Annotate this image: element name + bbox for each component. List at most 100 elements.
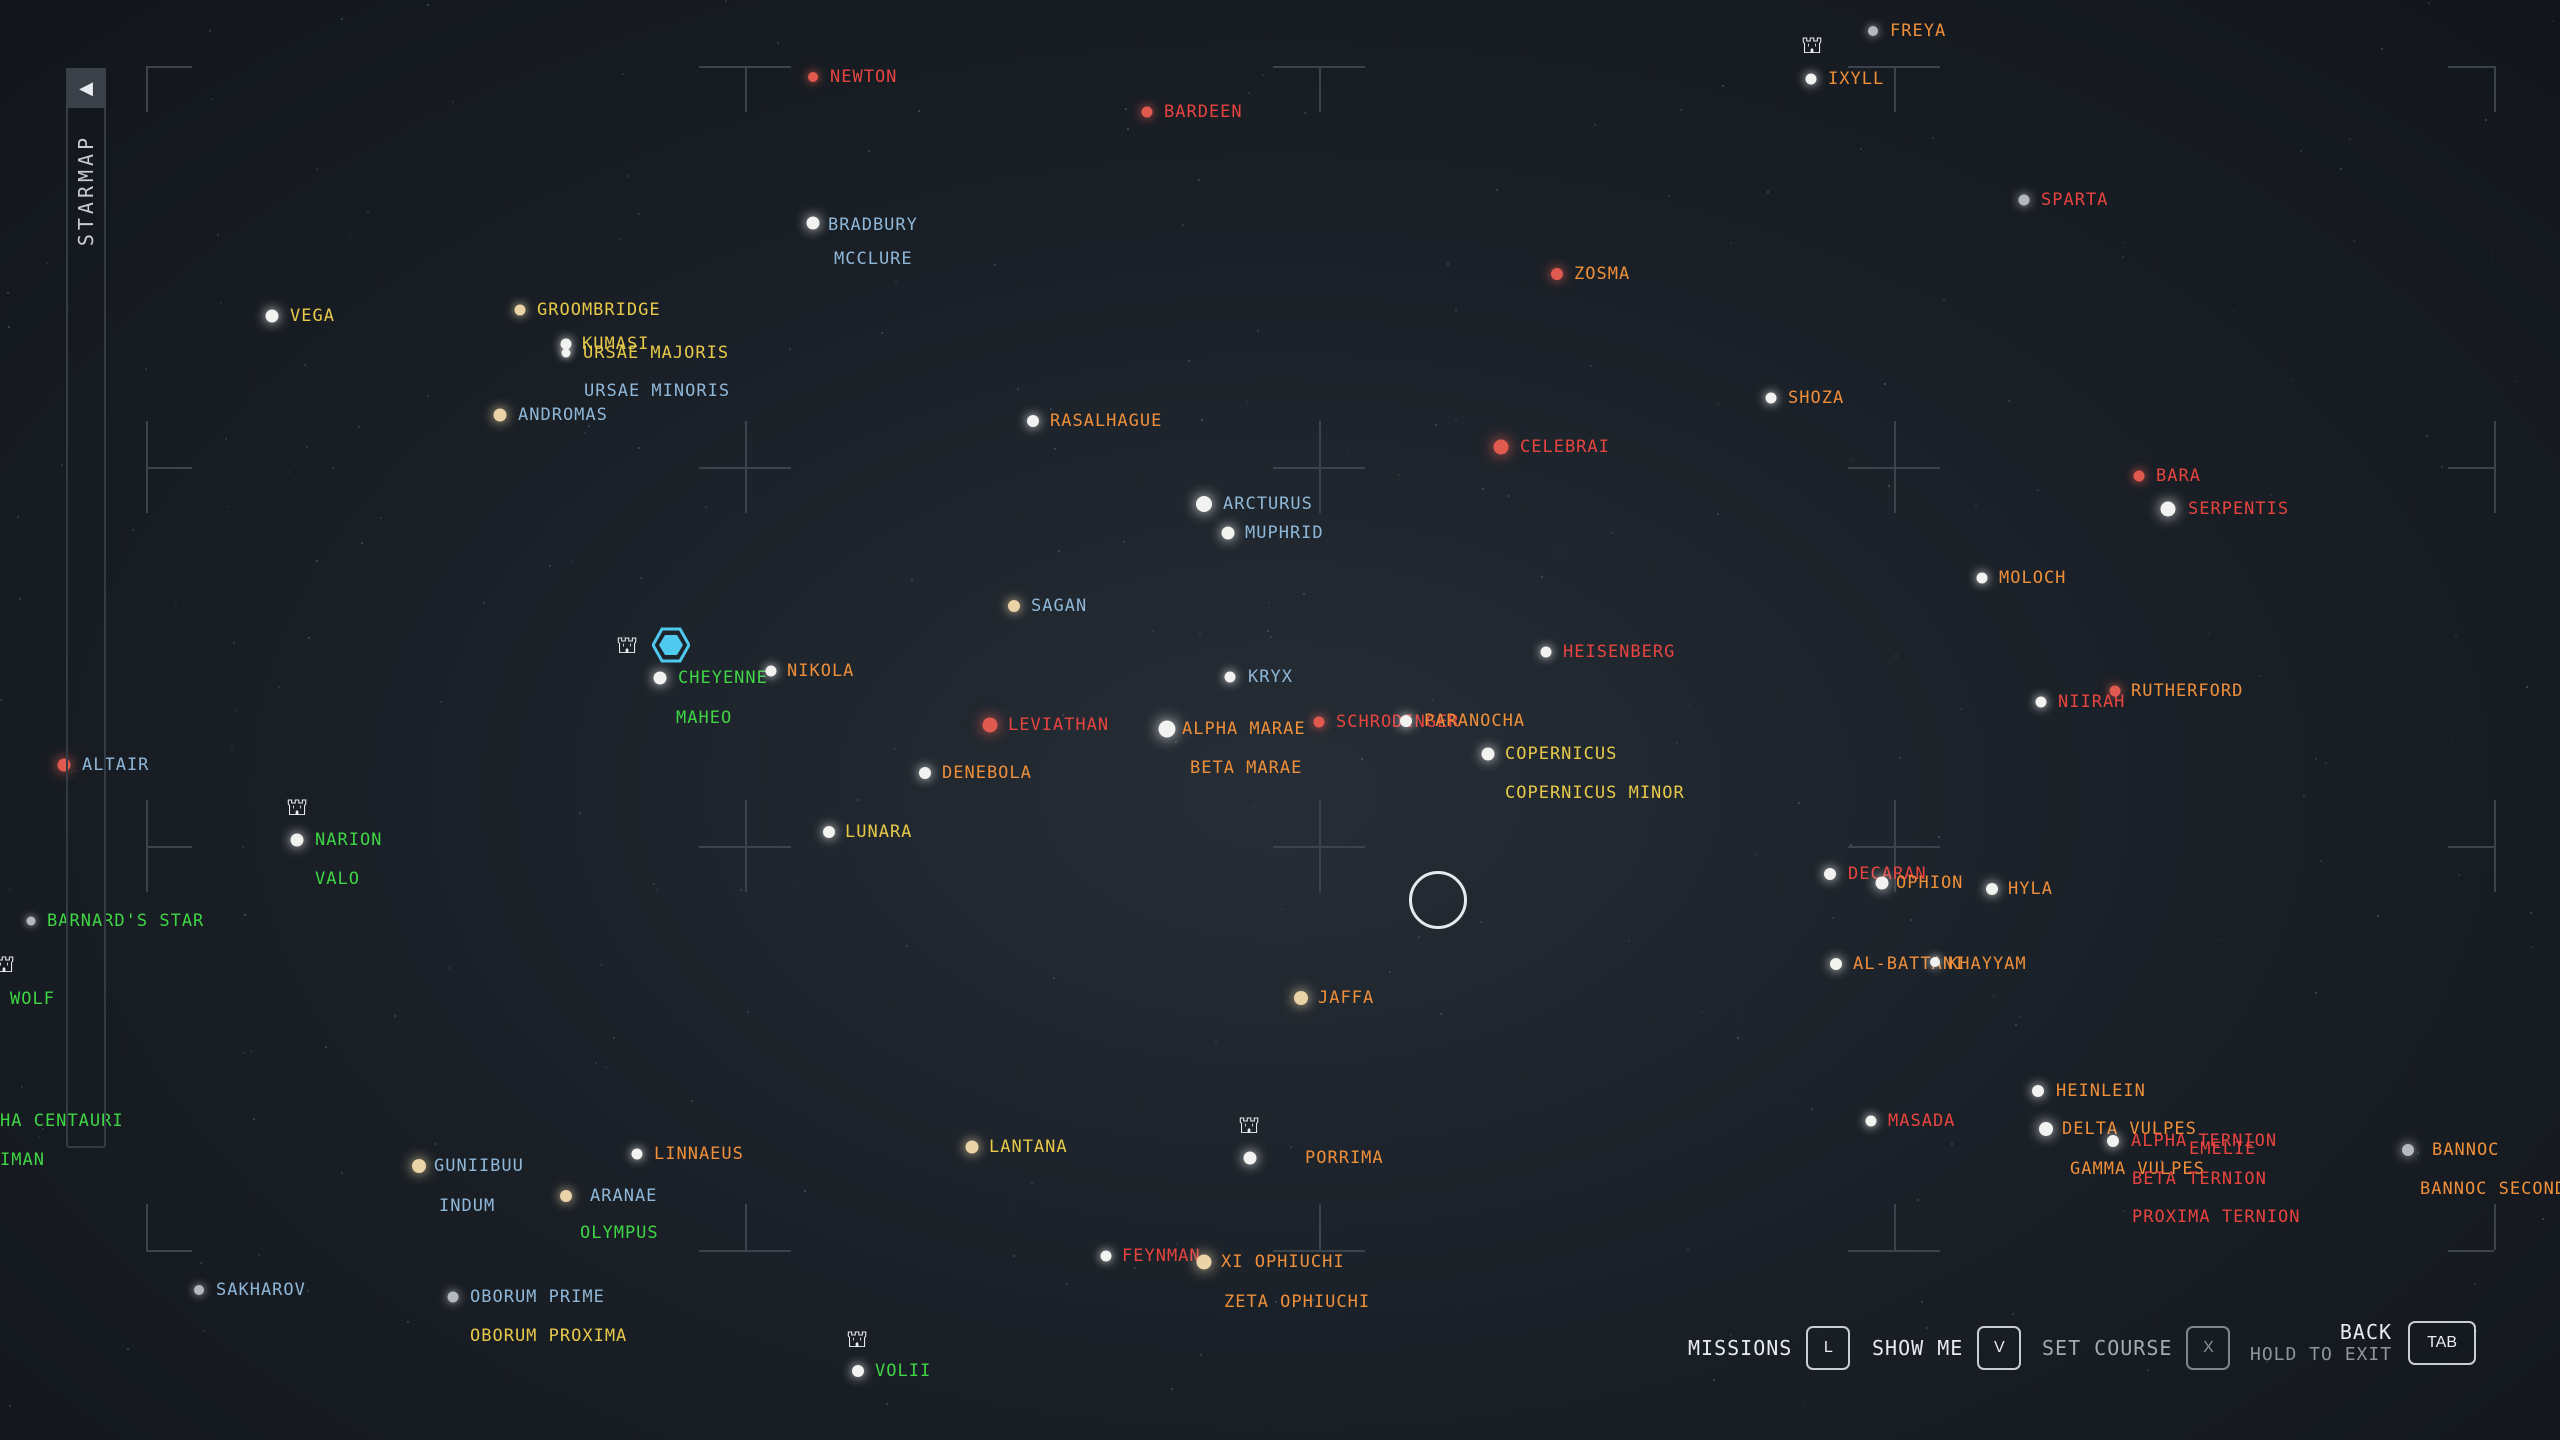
star-heisenberg[interactable] [1540,646,1552,658]
system-label-rutherford[interactable]: RUTHERFORD [2131,681,2244,701]
star-kumasi[interactable] [560,338,572,350]
system-label-beta-ternion[interactable]: BETA TERNION [2132,1169,2267,1189]
star-groombridge[interactable] [514,304,526,316]
star-volii[interactable] [852,1365,864,1377]
system-label-mcclure[interactable]: MCCLURE [834,249,913,269]
star-paranocha[interactable] [1400,715,1412,727]
system-label-beta-marae[interactable]: BETA MARAE [1190,758,1303,778]
set-course-key[interactable]: X [2186,1326,2231,1370]
system-label-barnard-s-star[interactable]: BARNARD'S STAR [47,911,205,931]
system-label-maheo[interactable]: MAHEO [676,708,733,728]
system-label-wolf[interactable]: WOLF [10,989,55,1009]
star-delta-vulpes[interactable] [2039,1122,2053,1136]
system-label-rasalhague[interactable]: RASALHAGUE [1050,411,1163,431]
star-alpha-marae[interactable] [1158,720,1176,738]
system-label-vega[interactable]: VEGA [290,306,335,326]
system-label-lunara[interactable]: LUNARA [845,822,913,842]
system-label-proxima-ternion[interactable]: PROXIMA TERNION [2132,1207,2301,1227]
system-label-ursae-minoris[interactable]: URSAE MINORIS [584,381,731,401]
system-label-oborum-prime[interactable]: OBORUM PRIME [470,1287,605,1307]
sidebar-collapse-button[interactable]: ◀ [66,68,106,108]
star-celebrai[interactable] [1493,439,1509,455]
star-bannoc[interactable] [2402,1144,2414,1156]
system-label-decaran[interactable]: DECARAN [1848,864,1927,884]
system-label-heisenberg[interactable]: HEISENBERG [1563,642,1676,662]
system-label-niirah[interactable]: NIIRAH [2058,692,2126,712]
star-newton[interactable] [808,72,818,82]
star-arcturus[interactable] [1196,496,1212,512]
system-label-sakharov[interactable]: SAKHAROV [216,1280,306,1300]
star-kryx[interactable] [1224,671,1236,683]
system-label-celebrai[interactable]: CELEBRAI [1520,437,1610,457]
system-label-bara[interactable]: BARA [2156,466,2201,486]
system-label-denebola[interactable]: DENEBOLA [942,763,1032,783]
system-label-schrodinger[interactable]: SCHRODINGER [1336,712,1460,732]
star-denebola[interactable] [919,767,931,779]
system-label-sagan[interactable]: SAGAN [1031,596,1088,616]
star-heinlein[interactable] [2032,1085,2044,1097]
star-sakharov[interactable] [194,1285,204,1295]
system-label-ursae-majoris[interactable]: URSAE MAJORIS [583,343,730,363]
system-label-xi-ophiuchi[interactable]: XI OPHIUCHI [1221,1252,1345,1272]
system-label-ha-centauri[interactable]: HA CENTAURI [0,1111,124,1131]
star-bradbury[interactable] [806,216,820,230]
system-label-jaffa[interactable]: JAFFA [1318,988,1375,1008]
system-label-volii[interactable]: VOLII [875,1361,932,1381]
star-decaran[interactable] [1824,868,1836,880]
star-vega[interactable] [265,309,279,323]
system-label-oborum-proxima[interactable]: OBORUM PROXIMA [470,1326,628,1346]
system-label-khayyam[interactable]: KHAYYAM [1948,954,2027,974]
star-jaffa[interactable] [1294,991,1308,1005]
system-label-olympus[interactable]: OLYMPUS [580,1223,659,1243]
system-label-zeta-ophiuchi[interactable]: ZETA OPHIUCHI [1224,1292,1371,1312]
set-course-action[interactable]: SET COURSE X [2042,1326,2231,1370]
system-label-zosma[interactable]: ZOSMA [1574,264,1631,284]
star-shoza[interactable] [1765,392,1777,404]
star-barnard-s-star[interactable] [26,916,36,926]
star-feynman[interactable] [1100,1250,1112,1262]
star-masada[interactable] [1865,1115,1877,1127]
star-schrodinger[interactable] [1313,716,1325,728]
system-label-newton[interactable]: NEWTON [830,67,898,87]
system-label-narion[interactable]: NARION [315,830,383,850]
star-sparta[interactable] [2018,194,2030,206]
star-andromas[interactable] [493,408,507,422]
star-oborum-prime[interactable] [447,1291,459,1303]
system-label-aranae[interactable]: ARANAE [590,1186,658,1206]
system-label-nikola[interactable]: NIKOLA [787,661,855,681]
system-label-kumasi[interactable]: KUMASI [582,334,650,354]
star-alpha-ternion[interactable] [2107,1135,2119,1147]
system-label-lantana[interactable]: LANTANA [989,1137,1068,1157]
star-zosma[interactable] [1551,268,1563,280]
star-hyla[interactable] [1986,883,1998,895]
star-linnaeus[interactable] [631,1148,643,1160]
star-rasalhague[interactable] [1027,415,1039,427]
system-label-ixyll[interactable]: IXYLL [1828,69,1885,89]
star-freya[interactable] [1868,26,1878,36]
system-label-copernicus-minor[interactable]: COPERNICUS MINOR [1505,783,1685,803]
system-label-serpentis[interactable]: SERPENTIS [2188,499,2290,519]
star-ursae-majoris[interactable] [561,348,571,358]
star-cheyenne[interactable] [653,671,667,685]
star-ixyll[interactable] [1805,73,1817,85]
system-label-altair[interactable]: ALTAIR [82,755,150,775]
star-guniibuu[interactable] [412,1159,426,1173]
star-rutherford[interactable] [2109,685,2121,697]
system-label-groombridge[interactable]: GROOMBRIDGE [537,300,661,320]
system-label-delta-vulpes[interactable]: DELTA VULPES [2062,1119,2197,1139]
system-label-leviathan[interactable]: LEVIATHAN [1008,715,1110,735]
system-label-heinlein[interactable]: HEINLEIN [2056,1081,2146,1101]
missions-action[interactable]: MISSIONS L [1688,1326,1851,1370]
back-key[interactable]: TAB [2408,1320,2477,1365]
star-lantana[interactable] [965,1140,979,1154]
system-label-shoza[interactable]: SHOZA [1788,388,1845,408]
back-action[interactable]: BACK HOLD TO EXIT TAB [2250,1320,2477,1365]
star-serpentis[interactable] [2160,501,2176,517]
system-label-emelie[interactable]: EMELIE [2189,1139,2257,1159]
system-label-ophion[interactable]: OPHION [1896,873,1964,893]
star-bara[interactable] [2133,470,2145,482]
system-label-arcturus[interactable]: ARCTURUS [1223,494,1313,514]
system-label-sparta[interactable]: SPARTA [2041,190,2109,210]
system-label-porrima[interactable]: PORRIMA [1305,1148,1384,1168]
star-al-battani[interactable] [1830,958,1842,970]
